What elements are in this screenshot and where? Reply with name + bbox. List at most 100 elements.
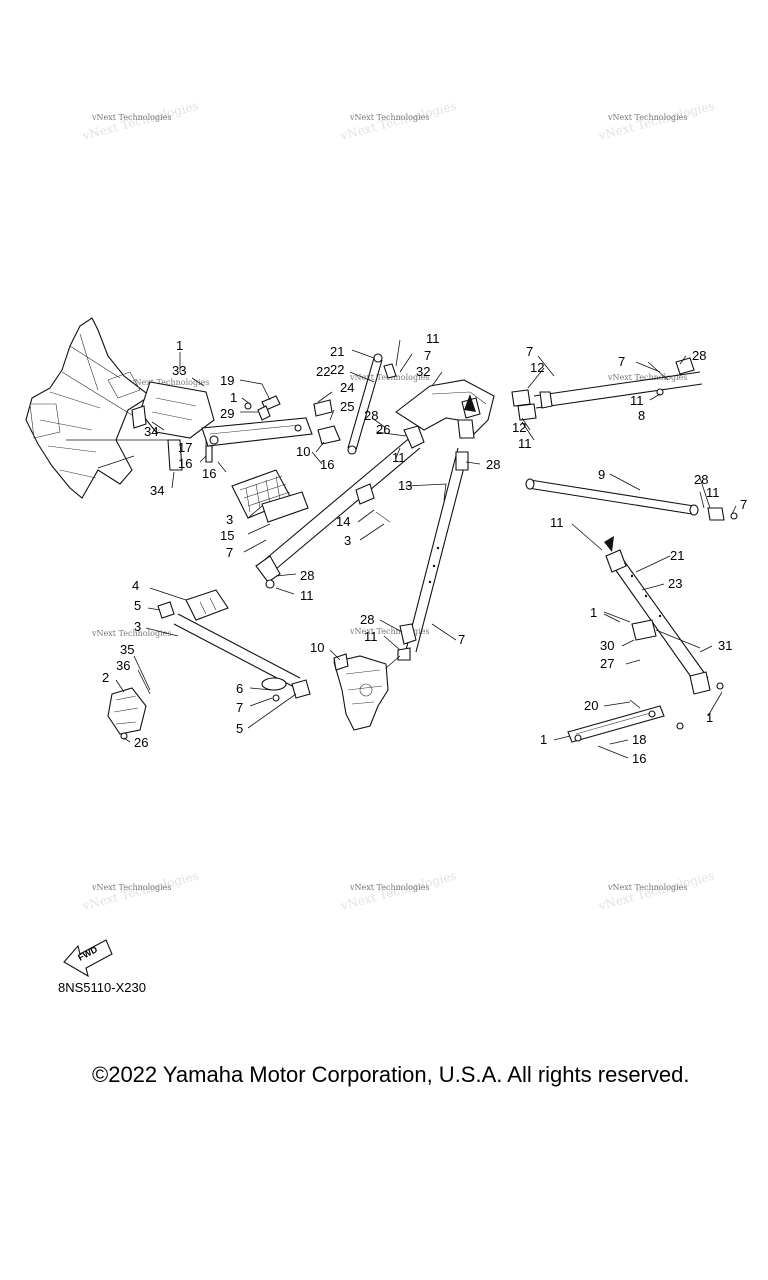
watermark: vNext Technologies: [349, 627, 429, 636]
callout-number: 26: [134, 735, 148, 750]
callout-number: 19: [220, 373, 234, 388]
callout-number: 3: [134, 619, 141, 634]
callout-number: 7: [226, 545, 233, 560]
bar-22: [347, 353, 397, 455]
callout-number: 11: [550, 515, 564, 530]
watermark: vNext Technologies: [129, 378, 209, 387]
callout-number: 11: [630, 393, 644, 408]
callout-number: 1: [706, 710, 713, 725]
diagram-code: 8NS5110-X230: [58, 980, 146, 995]
callout-number: 3: [226, 512, 233, 527]
callout-number: 28: [364, 408, 378, 423]
gusset-32: [395, 379, 495, 439]
watermark: vNext Technologies: [607, 113, 687, 122]
watermark: vNext Technologies: [91, 883, 171, 892]
callout-number: 16: [178, 456, 192, 471]
callout-number: 7: [424, 348, 431, 363]
callout-number: 34: [144, 424, 158, 439]
body-panel-assembly: [25, 317, 176, 499]
callout-number: 3: [344, 533, 351, 548]
copyright-notice: ©2022 Yamaha Motor Corporation, U.S.A. A…: [92, 1062, 690, 1087]
callout-number: 1: [540, 732, 547, 747]
callout-number: 11: [300, 588, 314, 603]
tube-28: [397, 447, 469, 661]
callout-number: 15: [220, 528, 234, 543]
callout-number: 10: [310, 640, 324, 655]
engine-mount: [333, 653, 401, 731]
callout-number: 11: [426, 331, 440, 346]
callout-number: 11: [364, 629, 378, 644]
callout-number: 28: [486, 457, 500, 472]
callout-number: 11: [392, 450, 406, 465]
callout-number: 27: [600, 656, 614, 671]
callout-number: 4: [132, 578, 139, 593]
callout-number: 7: [236, 700, 243, 715]
arm-23: [603, 536, 724, 695]
callout-number: 35: [120, 642, 134, 657]
callout-number: 18: [632, 732, 646, 747]
callout-number: 7: [618, 354, 625, 369]
callout-number: 34: [150, 483, 164, 498]
callout-number: 28: [694, 472, 708, 487]
callout-number: 20: [584, 698, 598, 713]
callout-number: 16: [632, 751, 646, 766]
callout-number: 11: [706, 485, 720, 500]
plate-33: [131, 381, 215, 471]
watermark: vNext Technologies: [607, 883, 687, 892]
watermark: vNext Technologies: [349, 883, 429, 892]
bracket-24-25: [313, 399, 341, 445]
callout-number: 28: [300, 568, 314, 583]
callout-number: 17: [178, 440, 192, 455]
callout-number: 10: [296, 444, 310, 459]
ecu-3: [231, 469, 309, 523]
tube-lower-left: [157, 589, 311, 702]
callout-number: 12: [530, 360, 544, 375]
callout-number: 11: [518, 436, 532, 451]
watermark: vNext Technologies: [349, 113, 429, 122]
callout-number: 28: [360, 612, 374, 627]
watermark: vNext Technologies: [91, 629, 171, 638]
bolts-19-29: [244, 395, 281, 421]
callout-number: 7: [526, 344, 533, 359]
callout-number: 1: [590, 605, 597, 620]
callout-number: 1: [230, 390, 237, 405]
callout-number: 1: [176, 338, 183, 353]
callout-number: 26: [376, 422, 390, 437]
callout-number: 31: [718, 638, 732, 653]
tube-9: [525, 478, 738, 521]
callout-number: 21: [330, 344, 344, 359]
callout-number: 7: [740, 497, 747, 512]
callout-number: 21: [670, 548, 684, 563]
callout-number: 29: [220, 406, 234, 421]
callout-number: 24: [340, 380, 354, 395]
callout-number: 22: [330, 362, 344, 377]
callout-number: 5: [236, 721, 243, 736]
callout-number: 23: [668, 576, 682, 591]
callout-number: 30: [600, 638, 614, 653]
callout-number: 16: [320, 457, 334, 472]
callout-number: 36: [116, 658, 130, 673]
callout-number: 22: [316, 364, 330, 379]
callout-number: 12: [512, 420, 526, 435]
callout-labels: 1 33 19 1 29 34 17 16 16 34 3 15 7 21 11…: [102, 331, 747, 766]
callout-number: 7: [458, 632, 465, 647]
callout-number: 32: [416, 364, 430, 379]
fwd-arrow-icon: [63, 939, 113, 978]
watermark: vNext Technologies: [91, 113, 171, 122]
callout-number: 33: [172, 363, 186, 378]
watermark: vNext Technologies: [607, 373, 687, 382]
callout-number: 9: [598, 467, 605, 482]
bar-18: [567, 699, 684, 743]
actuator-2: [107, 687, 147, 740]
callout-number: 13: [398, 478, 412, 493]
leader-lines: [115, 339, 737, 759]
callout-number: 2: [102, 670, 109, 685]
callout-number: 16: [202, 466, 216, 481]
callout-number: 14: [336, 514, 350, 529]
callout-number: 8: [638, 408, 645, 423]
callout-number: 6: [236, 681, 243, 696]
callout-number: 25: [340, 399, 354, 414]
callout-number: 5: [134, 598, 141, 613]
callout-number: 28: [692, 348, 706, 363]
